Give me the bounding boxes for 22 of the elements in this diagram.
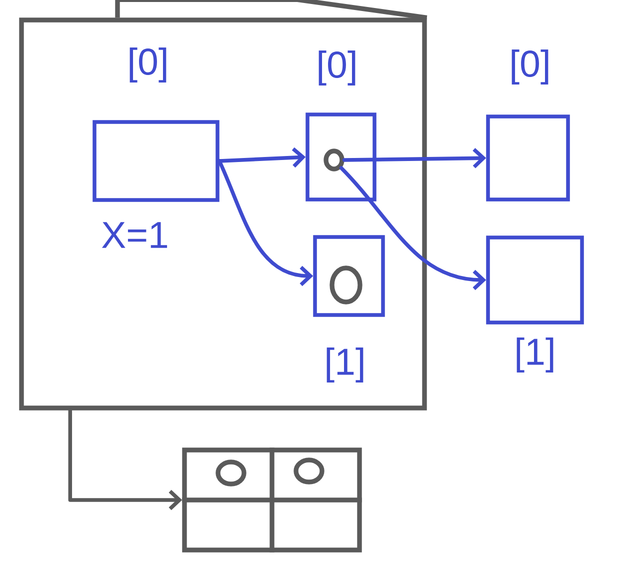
folder-frame	[19, 0, 428, 410]
index-label: [1]	[516, 338, 554, 372]
arrow	[339, 166, 486, 290]
circle	[216, 460, 246, 486]
rectangle-box	[306, 112, 376, 202]
arrow	[218, 159, 314, 286]
circle	[330, 266, 362, 304]
index-label: [0]	[318, 50, 356, 86]
index-label: [1]	[326, 348, 364, 382]
rectangle-box	[92, 120, 220, 202]
arrow	[68, 408, 182, 510]
arrow	[218, 147, 306, 168]
arrow	[342, 148, 486, 168]
index-label: [0]	[130, 48, 166, 82]
annotation-text: X=1	[102, 222, 168, 248]
rectangle-box	[486, 114, 570, 202]
circle	[324, 148, 344, 172]
rectangle-box	[486, 236, 584, 324]
grid-table	[182, 448, 362, 552]
index-label: [0]	[512, 50, 548, 84]
rectangle-box	[313, 235, 385, 317]
circle	[294, 458, 324, 484]
